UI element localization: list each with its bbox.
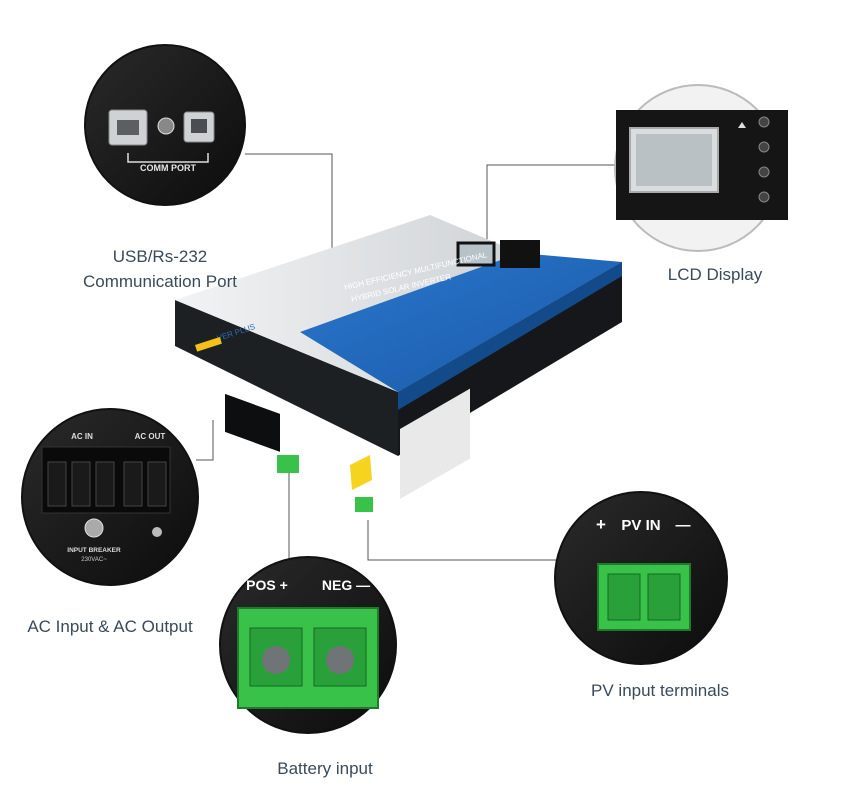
battery-pos-label: POS + <box>246 577 288 593</box>
inverter-device: HIGH EFFICIENCY MULTIFUNCTIONAL HYBRID S… <box>175 215 622 512</box>
caption-battery-input: Battery input <box>277 759 373 778</box>
lcd-display-callout <box>614 84 788 252</box>
breaker-label: INPUT BREAKER <box>67 547 121 554</box>
ac-terminal <box>47 461 67 507</box>
battery-terminal-mini <box>277 455 299 473</box>
lcd-button-enter-icon <box>758 116 770 128</box>
ac-io-callout: AC IN AC OUT INPUT BREAKER 230VAC~ <box>21 408 199 586</box>
battery-input-callout: POS + NEG — <box>219 556 397 734</box>
breaker-voltage: 230VAC~ <box>81 557 107 563</box>
ac-terminal <box>95 461 115 507</box>
ac-terminal <box>71 461 91 507</box>
caption-usb-comm-port: USB/Rs-232 Communication Port <box>40 244 280 294</box>
battery-neg-label: NEG — <box>322 577 370 593</box>
caption-ac-io: AC Input & AC Output <box>27 617 193 636</box>
caption-pv-terminals: PV input terminals <box>591 681 729 700</box>
breaker-icon <box>84 518 104 538</box>
comm-port-label: COMM PORT <box>140 163 196 173</box>
caption-usb-line2: Communication Port <box>82 272 237 291</box>
ac-in-label: AC IN <box>71 432 93 441</box>
ground-icon <box>152 527 162 537</box>
battery-screw-icon <box>326 646 354 674</box>
pv-input-callout: + PV IN — <box>554 491 728 665</box>
caption-usb-line1: USB/Rs-232 <box>112 247 208 266</box>
comm-port-callout: COMM PORT <box>84 44 246 206</box>
ac-terminal <box>123 461 143 507</box>
fault-icon <box>738 122 746 128</box>
ac-terminal <box>147 461 167 507</box>
pv-in-label: PV IN <box>621 517 660 534</box>
ac-out-label: AC OUT <box>135 432 166 441</box>
connector-lines <box>196 153 618 561</box>
pv-minus-label: — <box>676 517 691 534</box>
lcd-button-esc-icon <box>758 191 770 203</box>
lcd-button-down-icon <box>758 166 770 178</box>
lcd-button-up-icon <box>758 141 770 153</box>
battery-screw-icon <box>262 646 290 674</box>
caption-lcd-display: LCD Display <box>667 265 763 284</box>
pv-terminal-mini <box>355 497 373 512</box>
screw-icon <box>157 117 175 135</box>
pv-plus-label: + <box>596 515 606 534</box>
